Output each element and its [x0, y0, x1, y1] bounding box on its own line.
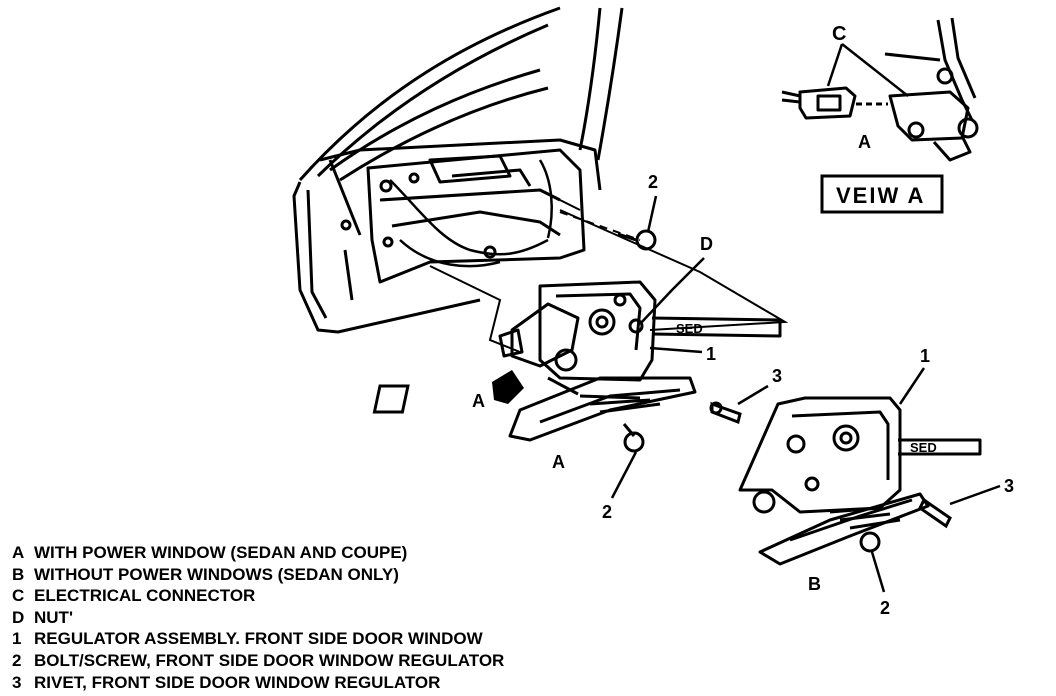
rivet-b [918, 497, 952, 529]
callout-1-b: 1 [920, 346, 930, 366]
legend-row-d: D NUT' [12, 607, 504, 629]
view-a-letter: A [858, 132, 871, 152]
leader-lines [429, 209, 789, 353]
callout-c: C [832, 23, 846, 45]
callout-2-top-leader [646, 195, 658, 233]
view-arrow-a-label: A [472, 391, 485, 411]
legend-text: ELECTRICAL CONNECTOR [34, 586, 256, 606]
callout-2-top: 2 [648, 172, 658, 192]
door-shell [292, 6, 624, 334]
legend-key: D [12, 607, 25, 627]
rivet-a [709, 401, 742, 425]
legend-text: BOLT/SCREW, FRONT SIDE DOOR WINDOW REGUL… [34, 650, 505, 670]
legend-text: RIVET, FRONT SIDE DOOR WINDOW REGULATOR [34, 672, 441, 692]
callout-3-a: 3 [772, 366, 782, 386]
legend-key: 3 [12, 672, 22, 692]
regulator-a [498, 280, 782, 442]
label-a: A [552, 452, 565, 472]
view-a-box [820, 174, 944, 214]
view-arrow-a [372, 370, 524, 414]
legend-key: 1 [12, 629, 22, 649]
label-b: B [808, 574, 821, 594]
legend-key: A [12, 543, 25, 562]
callout-2-bottom: 2 [880, 598, 890, 618]
callout-2-mid-leader [610, 451, 638, 499]
legend-text: NUT' [34, 607, 73, 627]
legend-text: WITHOUT POWER WINDOWS (SEDAN ONLY) [34, 564, 399, 584]
legend-row-a: A WITH POWER WINDOW (SEDAN AND COUPE) [12, 542, 504, 564]
callout-2-bottom-leader [870, 551, 886, 593]
callout-3-b: 3 [1004, 476, 1014, 496]
view-a-inset [781, 17, 979, 162]
bolt-top [617, 229, 657, 251]
legend-row-3: 3 RIVET, FRONT SIDE DOOR WINDOW REGULATOR [12, 672, 504, 694]
sed-label-b: SED [910, 440, 937, 455]
legend: A WITH POWER WINDOW (SEDAN AND COUPE) B WI… [12, 542, 504, 693]
callout-1-a-leader [649, 346, 703, 354]
legend-row-2: 2 BOLT/SCREW, FRONT SIDE DOOR WINDOW REGU… [12, 650, 504, 672]
callout-d: D [700, 234, 713, 254]
callout-d-leader [639, 257, 705, 325]
view-a-box-label: VEIW A [836, 183, 925, 208]
legend-key: B [12, 564, 25, 584]
legend-row-b: B WITHOUT POWER WINDOWS (SEDAN ONLY) [12, 564, 504, 586]
sed-label-a: SED [676, 321, 703, 336]
legend-row-c: C ELECTRICAL CONNECTOR [12, 585, 504, 607]
callout-2-mid: 2 [602, 502, 612, 522]
callout-1-b-leader [898, 367, 926, 405]
bolt-mid [622, 423, 645, 453]
bolt-bottom [859, 531, 881, 553]
legend-text: WITH POWER WINDOW (SEDAN AND COUPE) [34, 543, 408, 562]
callout-1-a: 1 [706, 344, 716, 364]
regulator-b [738, 396, 982, 566]
legend-key: 2 [12, 650, 22, 670]
legend-text: REGULATOR ASSEMBLY. FRONT SIDE DOOR WIND… [34, 629, 483, 649]
legend-key: C [12, 586, 25, 606]
callout-3-b-leader [949, 484, 1001, 506]
legend-row-1: 1 REGULATOR ASSEMBLY. FRONT SIDE DOOR WIN… [12, 628, 504, 650]
callout-3-a-leader [737, 384, 769, 406]
